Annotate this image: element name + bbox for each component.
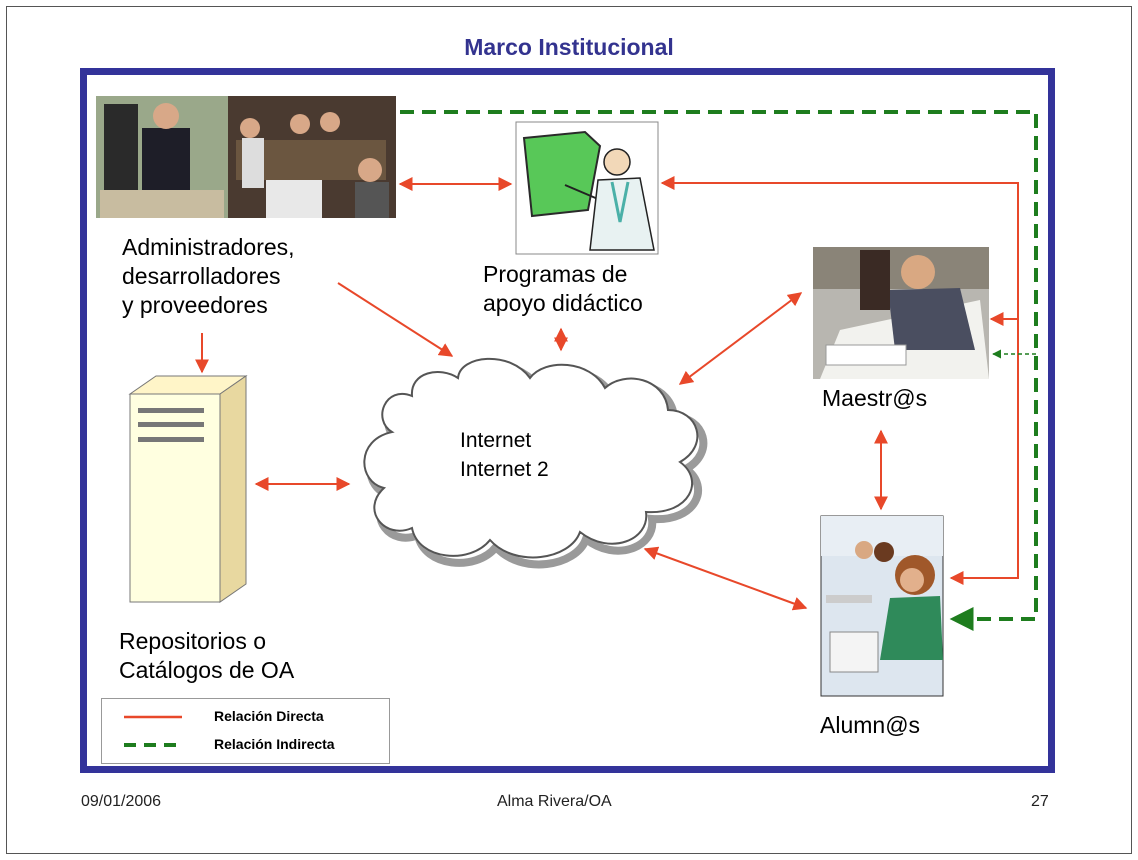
footer-author: Alma Rivera/OA [497,793,612,810]
indirect-relations [400,110,1038,631]
server-icon [128,375,248,603]
slide-border [6,6,1132,854]
programs-label: Programas de apoyo didáctico [483,260,643,318]
teachers-label: Maestr@s [822,385,928,411]
footer-date: 09/01/2006 [81,793,162,810]
legend-indirect: Relación Indirecta [102,735,389,755]
legend-direct-line-icon [124,715,182,719]
administrators-photo [96,96,396,218]
slide-title: Marco Institucional [464,34,674,60]
programs-label-line1: Programas de [483,261,628,287]
internet-cloud [363,357,708,569]
diagram-frame [80,68,1055,773]
administrators-label-line3: y proveedores [122,292,268,318]
students-label: Alumn@s [820,712,921,738]
administrators-label-line1: Administradores, [122,234,295,260]
legend-indirect-line-icon [124,743,182,747]
repositories-label-line1: Repositorios o [119,628,267,654]
legend-direct-label: Relación Directa [214,708,324,724]
direct-relations [195,176,1019,611]
legend-indirect-label: Relación Indirecta [214,736,335,752]
teacher-photo [813,247,989,379]
administrators-label-line2: desarrolladores [122,263,281,289]
internet-label: Internet Internet 2 [460,426,549,484]
internet-label-line1: Internet [460,429,532,452]
repositories-label: Repositorios o Catálogos de OA [119,627,294,685]
legend: Relación Directa Relación Indirecta [101,698,390,764]
repositories-label-line2: Catálogos de OA [119,657,295,683]
students-photo [820,515,944,697]
internet-label-line2: Internet 2 [460,458,549,481]
programs-label-line2: apoyo didáctico [483,290,643,316]
administrators-label: Administradores, desarrolladores y prove… [122,233,295,320]
legend-direct: Relación Directa [102,707,389,727]
footer-page-number: 27 [1031,793,1049,810]
presenter-clipart [515,121,659,255]
